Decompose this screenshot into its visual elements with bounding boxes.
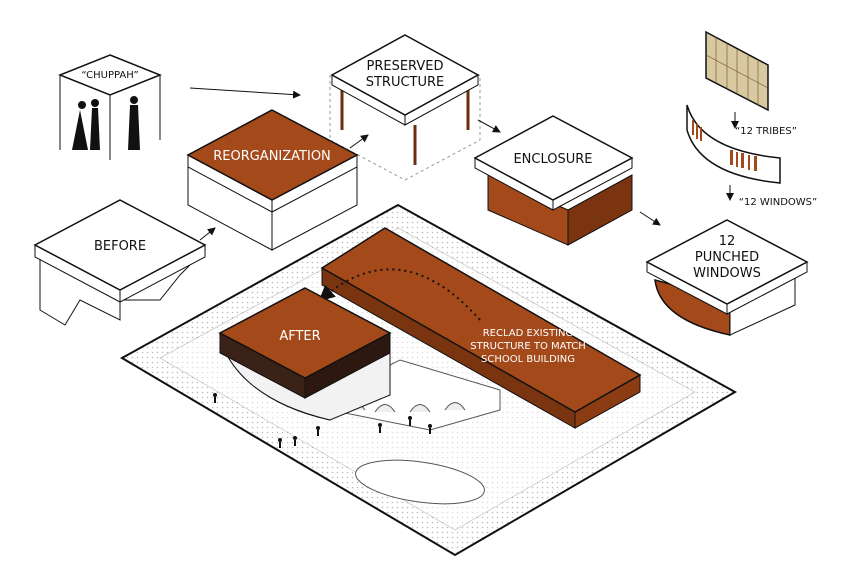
arrow-chuppah-to-preserved xyxy=(189,87,301,99)
preserved-label-2: STRUCTURE xyxy=(366,75,445,90)
preserved-structure: PRESERVED STRUCTURE xyxy=(329,34,481,181)
arrow-enclosure-to-punched xyxy=(639,211,661,226)
windows-label: “12 WINDOWS” xyxy=(739,197,817,208)
arrow-reorg-to-preserved xyxy=(349,134,369,149)
reorganization-label: REORGANIZATION xyxy=(213,149,331,164)
punched-label-3: WINDOWS xyxy=(693,266,761,281)
arrow-preserved-to-enclosure xyxy=(477,119,501,133)
twelve-tribes-panel xyxy=(705,30,769,112)
oval-lawn xyxy=(355,459,485,505)
reclad-building: RECLAD EXISTING STRUCTURE TO MATCH SCHOO… xyxy=(318,227,642,429)
chuppah-illustration: “CHUPPAH” xyxy=(57,54,163,160)
reclad-label-1: RECLAD EXISTING xyxy=(483,328,574,339)
chuppah-label: “CHUPPAH” xyxy=(81,70,138,81)
preserved-label-1: PRESERVED xyxy=(367,59,444,74)
enclosure-label: ENCLOSURE xyxy=(513,152,592,167)
reclad-label-2: STRUCTURE TO MATCH xyxy=(470,341,585,352)
punched-label-1: 12 xyxy=(719,234,736,249)
after-label: AFTER xyxy=(279,329,320,344)
tribes-label: “12 TRIBES” xyxy=(735,126,797,137)
reorganization-box: REORGANIZATION xyxy=(186,109,359,251)
punched-label-2: PUNCHED xyxy=(695,250,759,265)
move-arrow xyxy=(318,268,481,321)
arrow-before-to-reorg xyxy=(199,227,216,241)
process-arrows xyxy=(189,87,739,241)
enclosure-box: ENCLOSURE xyxy=(473,115,634,246)
before-label: BEFORE xyxy=(94,239,146,254)
before-building: BEFORE xyxy=(33,199,207,326)
reclad-label-3: SCHOOL BUILDING xyxy=(481,354,575,365)
after-building: AFTER xyxy=(218,287,392,421)
people-figures xyxy=(213,393,432,448)
curved-window-wall xyxy=(686,104,781,184)
punched-windows-box: 12 PUNCHED WINDOWS xyxy=(645,219,809,336)
